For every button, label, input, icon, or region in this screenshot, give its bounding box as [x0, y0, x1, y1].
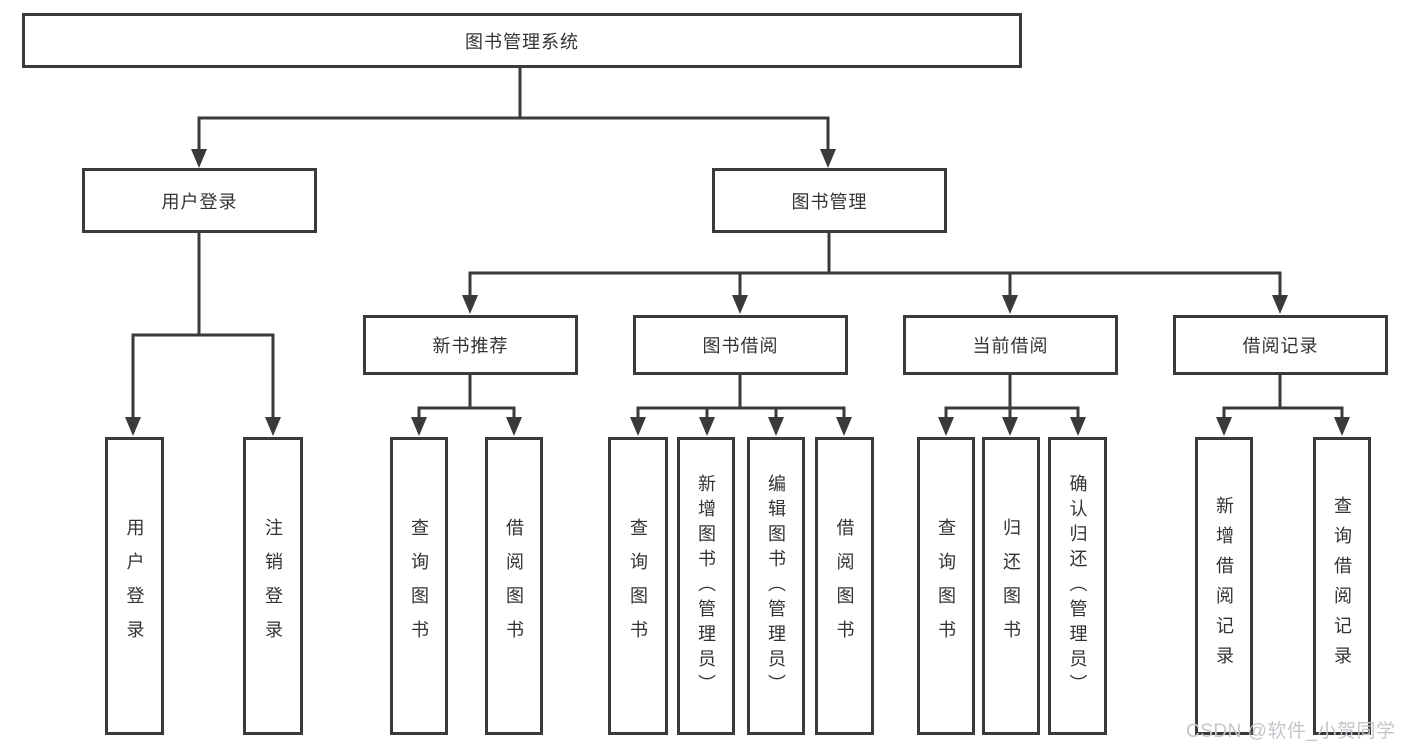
connector-borrowrecord-to-leaves — [1216, 375, 1350, 436]
leaf-user-login: 用户登录 — [105, 437, 164, 735]
node-new-book-recommend: 新书推荐 — [363, 315, 578, 375]
leaf-label: 新增图书（管理员） — [696, 473, 716, 699]
leaf-borrow-books: 借阅图书 — [815, 437, 874, 735]
connector-bookborrow-to-leaves — [630, 375, 852, 436]
leaf-label: 借阅图书 — [834, 518, 855, 654]
watermark: CSDN @软件_小贺同学 — [1186, 721, 1396, 742]
leaf-query-books: 查询图书 — [917, 437, 975, 735]
leaf-label: 查询图书 — [409, 518, 429, 654]
node-root-system: 图书管理系统 — [22, 13, 1022, 68]
leaf-add-borrow-record: 新增借阅记录 — [1195, 437, 1253, 735]
leaf-return-books: 归还图书 — [982, 437, 1040, 735]
leaf-label: 查询图书 — [936, 518, 956, 654]
leaf-label: 编辑图书（管理员） — [766, 473, 786, 699]
leaf-confirm-return-admin: 确认归还（管理员） — [1048, 437, 1107, 735]
leaf-query-borrow-record: 查询借阅记录 — [1313, 437, 1371, 735]
node-book-management: 图书管理 — [712, 168, 947, 233]
connector-currentborrow-to-leaves — [938, 375, 1086, 436]
leaf-label: 确认归还（管理员） — [1067, 473, 1088, 699]
node-book-borrow: 图书借阅 — [633, 315, 848, 375]
leaf-label: 查询图书 — [628, 518, 648, 654]
connector-userlogin-to-leaves — [125, 232, 281, 436]
leaf-label: 注销登录 — [263, 518, 283, 654]
connector-bookmgmt-to-level3 — [462, 232, 1288, 314]
node-borrow-record: 借阅记录 — [1173, 315, 1388, 375]
node-user-login: 用户登录 — [82, 168, 317, 233]
leaf-query-books: 查询图书 — [608, 437, 668, 735]
leaf-label: 新增借阅记录 — [1214, 496, 1234, 676]
leaf-label: 用户登录 — [124, 518, 145, 654]
connector-newbook-to-leaves — [411, 375, 522, 436]
leaf-add-books-admin: 新增图书（管理员） — [677, 437, 735, 735]
connector-root-to-level2 — [191, 67, 836, 168]
leaf-borrow-books: 借阅图书 — [485, 437, 543, 735]
leaf-label: 归还图书 — [1001, 518, 1021, 654]
leaf-label: 借阅图书 — [504, 518, 524, 654]
leaf-logout: 注销登录 — [243, 437, 303, 735]
node-current-borrow: 当前借阅 — [903, 315, 1118, 375]
leaf-query-books: 查询图书 — [390, 437, 448, 735]
leaf-edit-books-admin: 编辑图书（管理员） — [747, 437, 805, 735]
leaf-label: 查询借阅记录 — [1332, 496, 1352, 676]
